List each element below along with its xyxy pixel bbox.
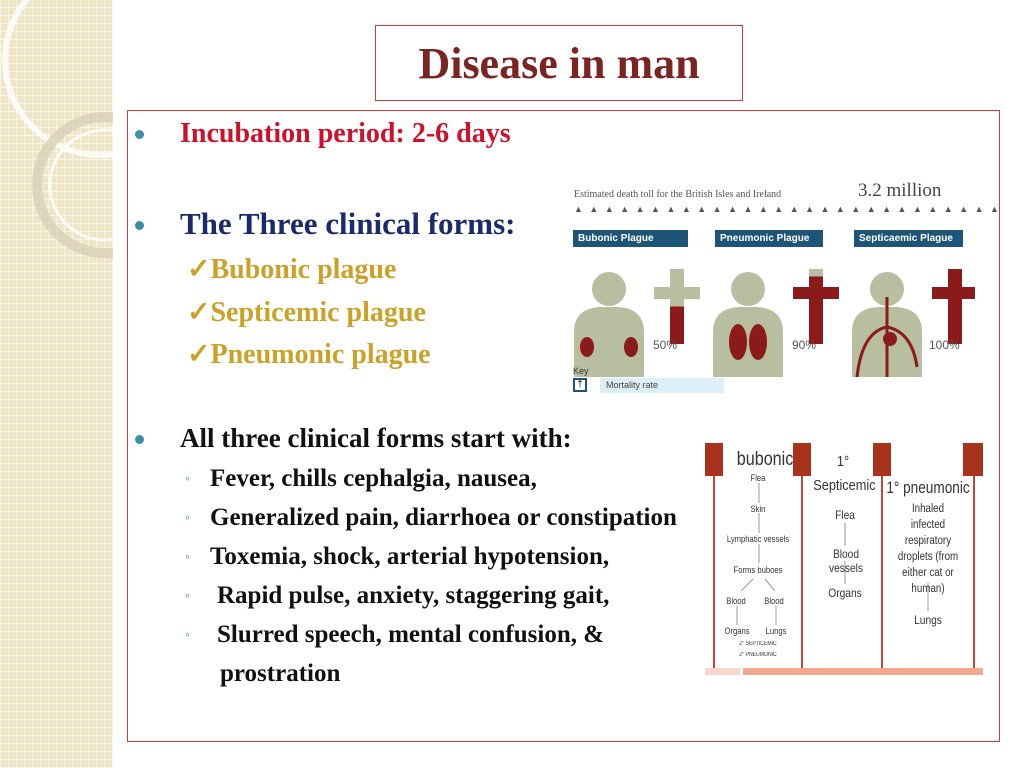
bubo <box>624 337 638 357</box>
bullet-icon <box>135 130 144 139</box>
content-box <box>127 110 1000 742</box>
diagram-frame <box>705 443 983 675</box>
mortality-fill <box>793 287 839 299</box>
step: Blood <box>726 596 746 606</box>
death-toll: 3.2 million <box>858 180 942 201</box>
symptom-item: Rapid pulse, anxiety, staggering gait, <box>217 582 610 609</box>
head-silhouette <box>592 272 626 306</box>
form-item: ✓Septicemic plague <box>187 297 426 328</box>
step: Forms buboes <box>733 565 783 575</box>
step: Flea <box>835 508 855 522</box>
key-label: Key <box>573 366 589 376</box>
mortality-fill <box>932 287 975 299</box>
sub-bullet-icon: ◦ <box>185 511 190 526</box>
check-icon: ✓ <box>187 297 211 328</box>
title-box: Disease in man <box>375 25 743 101</box>
symptom-item: Generalized pain, diarrhoea or constipat… <box>210 504 677 531</box>
step: Lymphatic vessels <box>726 534 790 544</box>
decorative-strip <box>0 0 113 768</box>
bar-cap <box>705 443 723 476</box>
sub-bullet-icon: ◦ <box>185 472 190 487</box>
key-mortality: Mortality rate <box>600 378 724 393</box>
symptom-item: prostration <box>220 660 341 687</box>
form-item: ✓Pneumonic plague <box>187 339 431 370</box>
symptoms-heading: All three clinical forms start with: <box>180 423 572 453</box>
mortality-fill <box>948 269 962 344</box>
form-item: ✓Bubonic plague <box>187 254 397 285</box>
sub-bullet-icon: ◦ <box>185 628 190 643</box>
bubo <box>580 337 594 357</box>
bullet-icon <box>135 435 144 444</box>
people-icons: ▲▲▲▲▲▲▲▲▲▲▲▲▲▲▲▲▲▲▲▲▲▲▲▲▲▲▲▲ <box>574 204 1006 214</box>
rate-bubonic: 50% <box>653 338 678 352</box>
step: Lungs <box>765 626 787 636</box>
mortality-infographic: Estimated death toll for the British Isl… <box>570 180 999 397</box>
bar-cap <box>793 443 811 476</box>
heart <box>883 332 897 346</box>
head-silhouette <box>731 272 765 306</box>
rate-pneumonic: 90% <box>792 338 817 352</box>
septicemic-title: 1° <box>836 453 850 470</box>
page-title: Disease in man <box>418 38 700 88</box>
label-bubonic: Bubonic Plague <box>573 230 688 247</box>
step: Organs <box>828 586 862 600</box>
cross-icon: † <box>573 378 587 392</box>
step: Flea <box>750 473 766 483</box>
check-icon: ✓ <box>187 339 211 370</box>
bar-cap <box>963 443 983 476</box>
incubation-text: Incubation period: 2-6 days <box>180 118 511 149</box>
figures <box>574 269 975 378</box>
body-silhouette <box>713 307 783 377</box>
mortality-fill <box>809 276 823 344</box>
head-silhouette <box>870 272 904 306</box>
lung <box>749 324 767 360</box>
infographic-caption: Estimated death toll for the British Isl… <box>574 189 782 200</box>
step: Skin <box>750 504 766 514</box>
step: Inhaled infected respiratory droplets (f… <box>897 503 959 595</box>
symptom-item: Fever, chills cephalgia, nausea, <box>210 465 537 492</box>
step: Blood vessels <box>828 547 863 575</box>
forms-heading: The Three clinical forms: <box>180 206 516 241</box>
septicemic-title: Septicemic <box>813 477 876 494</box>
label-pneumonic: Pneumonic Plague <box>715 230 823 247</box>
decorative-arcs <box>2 0 113 258</box>
step: Organs <box>724 626 750 636</box>
rate-septicaemic: 100% <box>929 338 960 352</box>
step: Lungs <box>914 613 942 627</box>
check-icon: ✓ <box>187 254 211 285</box>
step: 2° PNEUMONIC <box>739 652 777 658</box>
step: Blood <box>764 596 784 606</box>
mortality-fill <box>670 306 684 344</box>
sub-bullet-icon: ◦ <box>185 589 190 604</box>
cross-background <box>654 287 700 299</box>
step: 2° SEPTICEMIC <box>739 641 777 647</box>
transmission-diagram: bubonic Flea Skin Lymphatic vessels Form… <box>703 441 985 677</box>
sub-bullet-icon: ◦ <box>185 550 190 565</box>
bullet-icon <box>135 221 144 230</box>
pneumonic-title: 1° pneumonic <box>886 478 970 497</box>
symptom-item: Toxemia, shock, arterial hypotension, <box>210 543 610 570</box>
lung <box>729 324 747 360</box>
body-silhouette <box>574 307 644 377</box>
symptom-item: Slurred speech, mental confusion, & <box>217 621 605 648</box>
label-septicaemic: Septicaemic Plague <box>854 230 963 247</box>
bubonic-title: bubonic <box>736 449 794 470</box>
bar-cap <box>873 443 891 476</box>
